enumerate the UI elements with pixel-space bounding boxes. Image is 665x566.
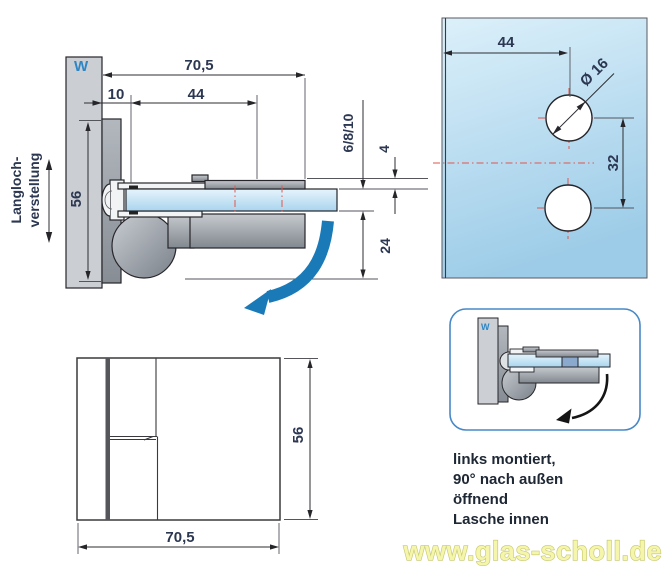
arrowhead bbox=[552, 125, 562, 135]
arrowhead bbox=[85, 271, 91, 280]
wing-lip bbox=[191, 174, 209, 183]
mini-hinge-illustration: W bbox=[477, 317, 611, 424]
arrowhead bbox=[85, 122, 91, 131]
dim-44-label: 44 bbox=[188, 86, 205, 103]
mini-rotation-arrow-head bbox=[556, 408, 572, 424]
slot-label-line1: Langloch- bbox=[8, 156, 24, 223]
arrowhead bbox=[78, 544, 87, 550]
dim-front-width-label: 70,5 bbox=[165, 529, 194, 546]
info-panel: W links montiert, 90° nach außen öffnend… bbox=[449, 308, 641, 528]
dim-edge-hole-label: 44 bbox=[498, 34, 515, 51]
drill-template-view: 44 Ø 16 32 bbox=[433, 17, 648, 279]
dim-10-label: 10 bbox=[108, 86, 125, 103]
arrowhead bbox=[103, 72, 112, 78]
side-view: W 70,5 10 44 bbox=[8, 56, 428, 315]
pivot-bulge bbox=[101, 183, 111, 217]
arrowhead bbox=[92, 100, 102, 106]
info-line-2: 90° nach außen bbox=[453, 471, 563, 488]
wall-profile bbox=[65, 56, 103, 289]
glass-panel bbox=[441, 17, 648, 279]
arrowhead bbox=[559, 50, 568, 56]
arrowhead bbox=[392, 189, 398, 198]
rotation-arrow-curve bbox=[266, 220, 334, 303]
arrowhead bbox=[360, 180, 366, 189]
arrowhead bbox=[360, 211, 366, 220]
arrowhead bbox=[576, 101, 586, 111]
info-line-1: links montiert, bbox=[453, 451, 556, 468]
mini-rotation-arrow-curve bbox=[571, 373, 609, 420]
dim-4-label: 4 bbox=[376, 145, 392, 153]
arrowhead bbox=[131, 100, 141, 106]
dim-70-5-label: 70,5 bbox=[184, 57, 213, 74]
front-tab-outline bbox=[110, 435, 159, 520]
watermark-text: www.glas-scholl.de bbox=[402, 536, 662, 566]
dim-glass-thickness-label: 6/8/10 bbox=[340, 113, 356, 152]
pivot-inner-arc bbox=[104, 190, 113, 210]
front-view: 56 70,5 bbox=[76, 357, 318, 554]
mini-wall-label: W bbox=[481, 322, 490, 332]
hinge-body-bar bbox=[189, 213, 306, 249]
slot-label-line2: verstellung bbox=[26, 153, 42, 228]
rotation-arrow-head bbox=[244, 289, 271, 315]
arrowhead bbox=[620, 118, 626, 127]
hinge-knuckle-body bbox=[111, 213, 177, 279]
arrowhead bbox=[45, 232, 53, 243]
arrowhead bbox=[307, 359, 313, 368]
arrowhead bbox=[360, 269, 366, 279]
glass-pane-side bbox=[125, 188, 338, 212]
arrowhead bbox=[620, 199, 626, 208]
mini-wing-plate bbox=[535, 349, 599, 358]
drill-hole-bottom bbox=[544, 184, 592, 232]
arrowhead bbox=[45, 159, 53, 170]
wing-plate bbox=[204, 179, 306, 190]
mini-clamp-bottom bbox=[509, 366, 535, 373]
arrowhead bbox=[296, 72, 305, 78]
mini-wing-lip bbox=[522, 346, 540, 353]
clamp-grip-top bbox=[129, 185, 138, 189]
arrowhead bbox=[247, 100, 257, 106]
clamp-grip-bottom bbox=[129, 211, 138, 215]
dim-56-label: 56 bbox=[68, 191, 85, 208]
front-profile-edge bbox=[105, 358, 110, 520]
arrowhead bbox=[392, 169, 398, 179]
arrowhead bbox=[443, 50, 452, 56]
arrowhead bbox=[270, 544, 279, 550]
dim-hole-spacing-label: 32 bbox=[605, 155, 622, 172]
dim-front-height-label: 56 bbox=[290, 427, 307, 444]
arrowhead bbox=[307, 510, 313, 519]
dim-24-label: 24 bbox=[377, 238, 393, 254]
info-line-3: öffnend bbox=[453, 491, 508, 508]
info-line-4: Lasche innen bbox=[453, 511, 549, 528]
wall-label: W bbox=[74, 58, 89, 75]
